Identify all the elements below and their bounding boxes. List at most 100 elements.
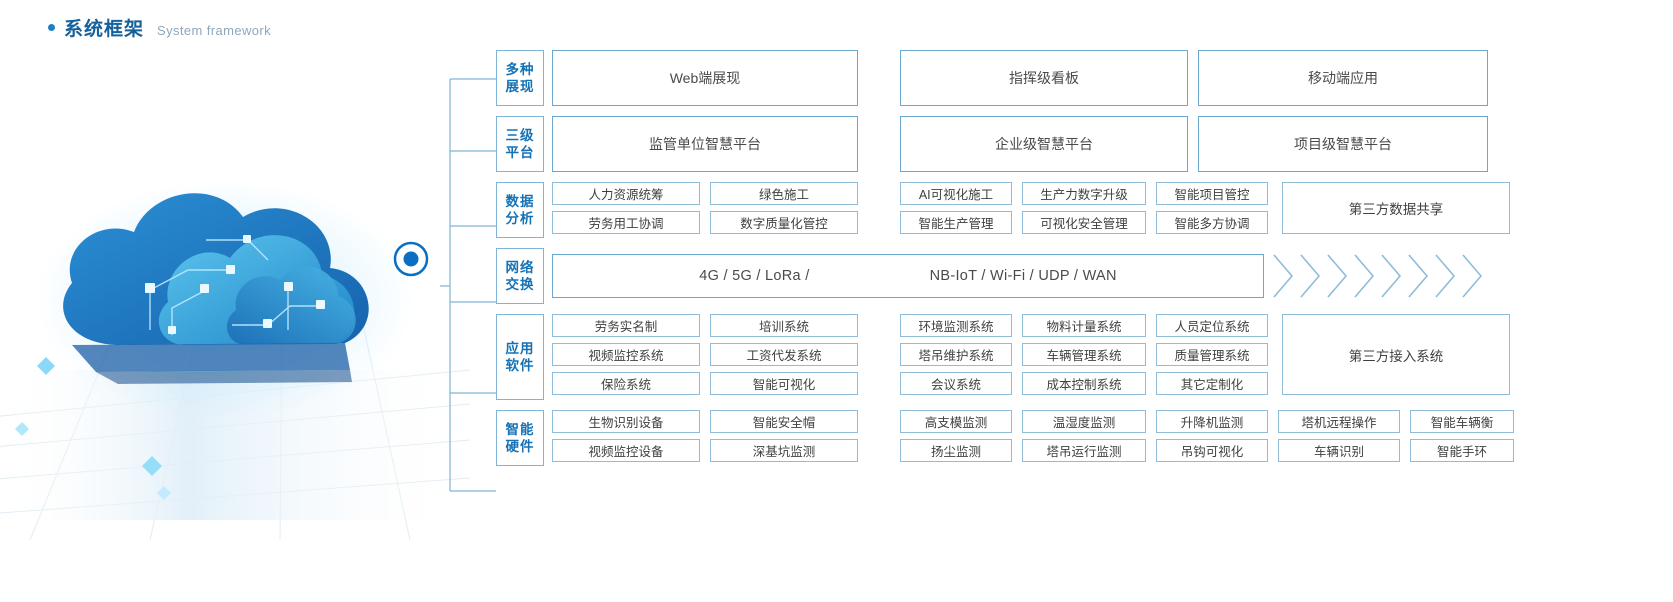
cell-material-metering-system[interactable]: 物料计量系统 [1022,314,1146,337]
cell-visual-safety-mgmt[interactable]: 可视化安全管理 [1022,211,1146,234]
flow-chevrons [1272,254,1488,298]
row-label-intelligent-hardware: 智能 硬件 [496,410,544,466]
cell-other-customization[interactable]: 其它定制化 [1156,372,1268,395]
cell-group: 生产力数字升级 可视化安全管理 [1022,182,1146,238]
cell-group: AI可视化施工 智能生产管理 [900,182,1012,238]
cell-video-surveillance-system[interactable]: 视频监控系统 [552,343,700,366]
cell-meeting-system[interactable]: 会议系统 [900,372,1012,395]
row-label-line2: 硬件 [505,439,535,454]
diagram-rows: 多种 展现 Web端展现 指挥级看板 移动端应用 三级 平台 监管单位智慧平台 … [496,50,1666,476]
cell-tower-crane-maintenance-system[interactable]: 塔吊维护系统 [900,343,1012,366]
cell-group: 劳务实名制 视频监控系统 保险系统 [552,314,700,400]
cell-group: 人员定位系统 质量管理系统 其它定制化 [1156,314,1268,400]
cell-personnel-positioning-system[interactable]: 人员定位系统 [1156,314,1268,337]
row-label-line2: 交换 [505,277,535,292]
cell-ai-visual-construction[interactable]: AI可视化施工 [900,182,1012,205]
box-enterprise-platform[interactable]: 企业级智慧平台 [900,116,1188,172]
row-network-exchange: 网络 交换 4G / 5G / LoRa / NB-IoT / Wi-Fi / … [496,248,1666,304]
cell-group: 生物识别设备 视频监控设备 [552,410,700,466]
box-command-dashboard[interactable]: 指挥级看板 [900,50,1188,106]
box-third-party-data-sharing[interactable]: 第三方数据共享 [1282,182,1510,234]
box-third-party-access-system[interactable]: 第三方接入系统 [1282,314,1510,395]
cell-group: 培训系统 工资代发系统 智能可视化 [710,314,858,400]
network-protocols-left: 4G / 5G / LoRa / [699,268,810,284]
cell-group: 物料计量系统 车辆管理系统 成本控制系统 [1022,314,1146,400]
row-label-line1: 数据 [505,194,535,209]
row-label-line2: 分析 [505,211,535,226]
cell-group: 绿色施工 数字质量化管控 [710,182,858,238]
cell-green-construction[interactable]: 绿色施工 [710,182,858,205]
cell-video-surveillance-device[interactable]: 视频监控设备 [552,439,700,462]
network-protocols-right: NB-IoT / Wi-Fi / UDP / WAN [929,268,1117,284]
cell-tower-crane-operation-monitoring[interactable]: 塔吊运行监测 [1022,439,1146,462]
cell-temperature-humidity-monitoring[interactable]: 温湿度监测 [1022,410,1146,433]
cell-group: 智能项目管控 智能多方协调 [1156,182,1268,238]
connection-node-icon [393,241,429,277]
cell-group: 温湿度监测 塔吊运行监测 [1022,410,1146,466]
cell-vehicle-management-system[interactable]: 车辆管理系统 [1022,343,1146,366]
row-label-line1: 应用 [505,341,535,356]
cell-high-formwork-monitoring[interactable]: 高支模监测 [900,410,1012,433]
cell-digital-quality-control[interactable]: 数字质量化管控 [710,211,858,234]
cell-group: 塔机远程操作 车辆识别 [1278,410,1400,466]
box-regulator-platform[interactable]: 监管单位智慧平台 [552,116,858,172]
cell-training-system[interactable]: 培训系统 [710,314,858,337]
cell-insurance-system[interactable]: 保险系统 [552,372,700,395]
cell-smart-production-mgmt[interactable]: 智能生产管理 [900,211,1012,234]
cell-smart-wristband[interactable]: 智能手环 [1410,439,1514,462]
cell-hook-visualization[interactable]: 吊钩可视化 [1156,439,1268,462]
row-label-line2: 平台 [505,145,535,160]
cell-deep-foundation-pit-monitoring[interactable]: 深基坑监测 [710,439,858,462]
page-title: 系统框架 System framework [48,14,271,41]
cell-quality-management-system[interactable]: 质量管理系统 [1156,343,1268,366]
cell-smart-helmet[interactable]: 智能安全帽 [710,410,858,433]
network-protocol-bar[interactable]: 4G / 5G / LoRa / NB-IoT / Wi-Fi / UDP / … [552,254,1264,298]
cell-cost-control-system[interactable]: 成本控制系统 [1022,372,1146,395]
cell-tower-crane-remote-operation[interactable]: 塔机远程操作 [1278,410,1400,433]
cell-smart-project-control[interactable]: 智能项目管控 [1156,182,1268,205]
row-presentation: 多种 展现 Web端展现 指挥级看板 移动端应用 [496,50,1666,106]
row-platform: 三级 平台 监管单位智慧平台 企业级智慧平台 项目级智慧平台 [496,116,1666,172]
cell-dust-monitoring[interactable]: 扬尘监测 [900,439,1012,462]
cell-labor-real-name[interactable]: 劳务实名制 [552,314,700,337]
cell-group: 人力资源统筹 劳务用工协调 [552,182,700,238]
cell-payroll-system[interactable]: 工资代发系统 [710,343,858,366]
box-mobile-app[interactable]: 移动端应用 [1198,50,1488,106]
cell-hoist-monitoring[interactable]: 升降机监测 [1156,410,1268,433]
row-label-line1: 网络 [505,260,535,275]
box-web-presentation[interactable]: Web端展现 [552,50,858,106]
cell-biometric-device[interactable]: 生物识别设备 [552,410,700,433]
cell-smart-multiparty-coordination[interactable]: 智能多方协调 [1156,211,1268,234]
cell-smart-weighbridge[interactable]: 智能车辆衡 [1410,410,1514,433]
cloud-computing-illustration [0,120,470,540]
cell-smart-visualization[interactable]: 智能可视化 [710,372,858,395]
row-label-line1: 多种 [505,62,535,77]
cell-labor-coordination[interactable]: 劳务用工协调 [552,211,700,234]
cell-group: 智能安全帽 深基坑监测 [710,410,858,466]
row-label-application-software: 应用 软件 [496,314,544,400]
cell-group: 智能车辆衡 智能手环 [1410,410,1514,466]
cell-productivity-digital-upgrade[interactable]: 生产力数字升级 [1022,182,1146,205]
row-label-line1: 三级 [505,128,535,143]
row-data-analysis: 数据 分析 人力资源统筹 劳务用工协调 绿色施工 数字质量化管控 AI可视化施工… [496,182,1666,238]
row-label-line2: 展现 [505,79,535,94]
row-label-line2: 软件 [505,358,535,373]
connector-bracket [410,50,500,510]
row-label-line1: 智能 [505,422,535,437]
cell-group: 升降机监测 吊钩可视化 [1156,410,1268,466]
cell-group: 环境监测系统 塔吊维护系统 会议系统 [900,314,1012,400]
title-english: System framework [157,23,272,38]
row-label-presentation: 多种 展现 [496,50,544,106]
cell-group: 高支模监测 扬尘监测 [900,410,1012,466]
title-chinese: 系统框架 [64,19,145,40]
cell-vehicle-recognition[interactable]: 车辆识别 [1278,439,1400,462]
cell-hr-coordination[interactable]: 人力资源统筹 [552,182,700,205]
row-intelligent-hardware: 智能 硬件 生物识别设备 视频监控设备 智能安全帽 深基坑监测 高支模监测 扬尘… [496,410,1666,466]
row-label-network-exchange: 网络 交换 [496,248,544,304]
row-label-data-analysis: 数据 分析 [496,182,544,238]
box-project-platform[interactable]: 项目级智慧平台 [1198,116,1488,172]
dot-icon [48,24,55,31]
cell-environment-monitoring-system[interactable]: 环境监测系统 [900,314,1012,337]
row-label-platform: 三级 平台 [496,116,544,172]
